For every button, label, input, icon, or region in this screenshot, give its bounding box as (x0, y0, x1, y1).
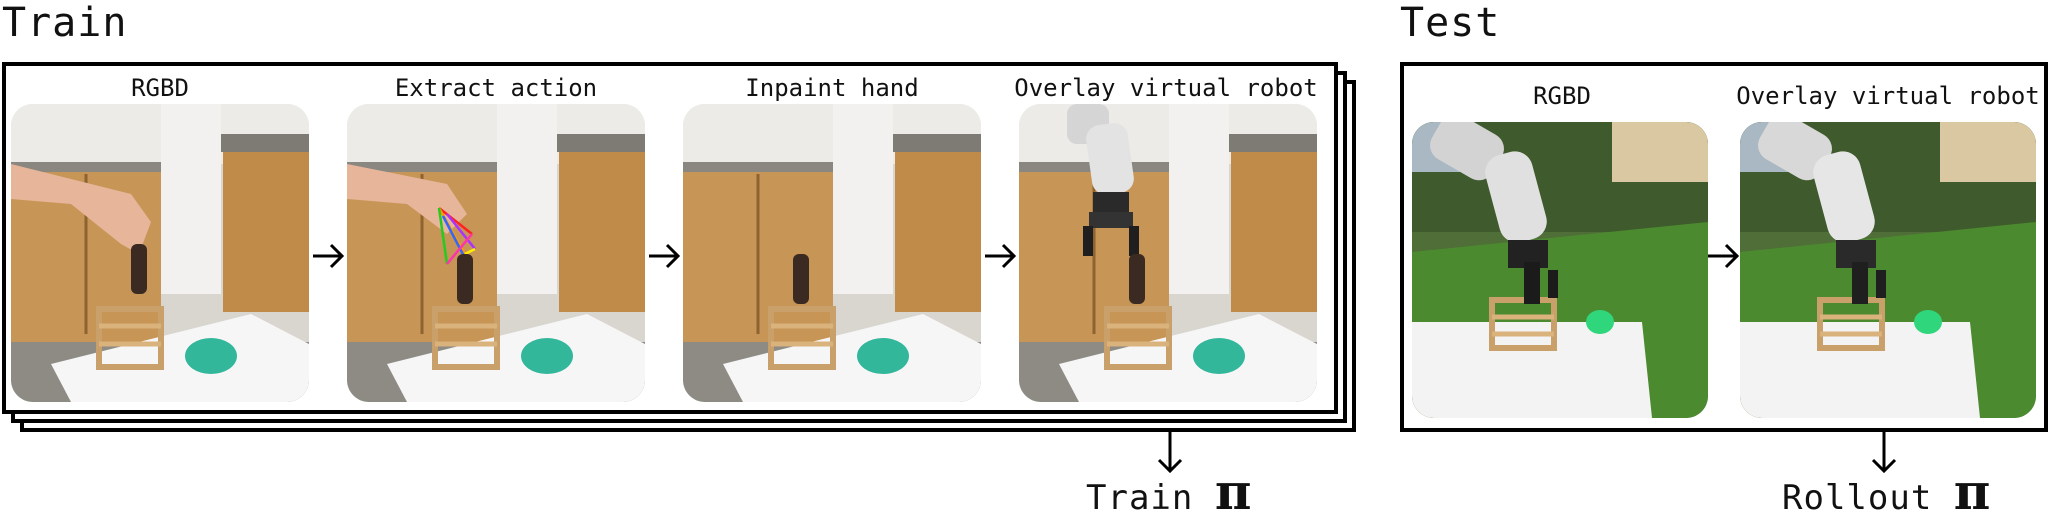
virtual-robot-icon (1067, 104, 1139, 256)
policy-symbol: π (1214, 462, 1253, 521)
train-step-4-label: Overlay virtual robot (1014, 74, 1318, 102)
test-step-1-label: RGBD (1533, 82, 1591, 110)
real-robot-arm-icon (1430, 122, 1558, 304)
test-step-1-image (1412, 122, 1708, 418)
train-section-title: Train (2, 0, 128, 46)
policy-symbol: π (1953, 462, 1992, 521)
right-arrow-icon (313, 243, 345, 269)
test-output-label: Rollout π (1782, 462, 1991, 521)
down-arrow-icon (1157, 430, 1183, 474)
train-step-2-label: Extract action (394, 74, 598, 102)
train-output-text: Train (1086, 478, 1194, 518)
virtual-robot-icon (1758, 122, 1886, 304)
train-output-label: Train π (1086, 462, 1252, 521)
train-step-2-image (347, 104, 645, 402)
right-arrow-icon (1708, 243, 1740, 269)
test-output-text: Rollout (1782, 478, 1933, 518)
train-step-3-image (683, 104, 981, 402)
test-step-2-label: Overlay virtual robot (1736, 82, 2040, 110)
down-arrow-icon (1871, 430, 1897, 474)
test-section-title: Test (1400, 0, 1501, 46)
right-arrow-icon (649, 243, 681, 269)
train-step-3-label: Inpaint hand (745, 74, 919, 102)
train-step-4-image (1019, 104, 1317, 402)
right-arrow-icon (985, 243, 1017, 269)
wooden-crate-icon (96, 306, 164, 370)
train-step-1-image (11, 104, 309, 402)
train-step-1-label: RGBD (131, 74, 189, 102)
test-step-2-image (1740, 122, 2036, 418)
